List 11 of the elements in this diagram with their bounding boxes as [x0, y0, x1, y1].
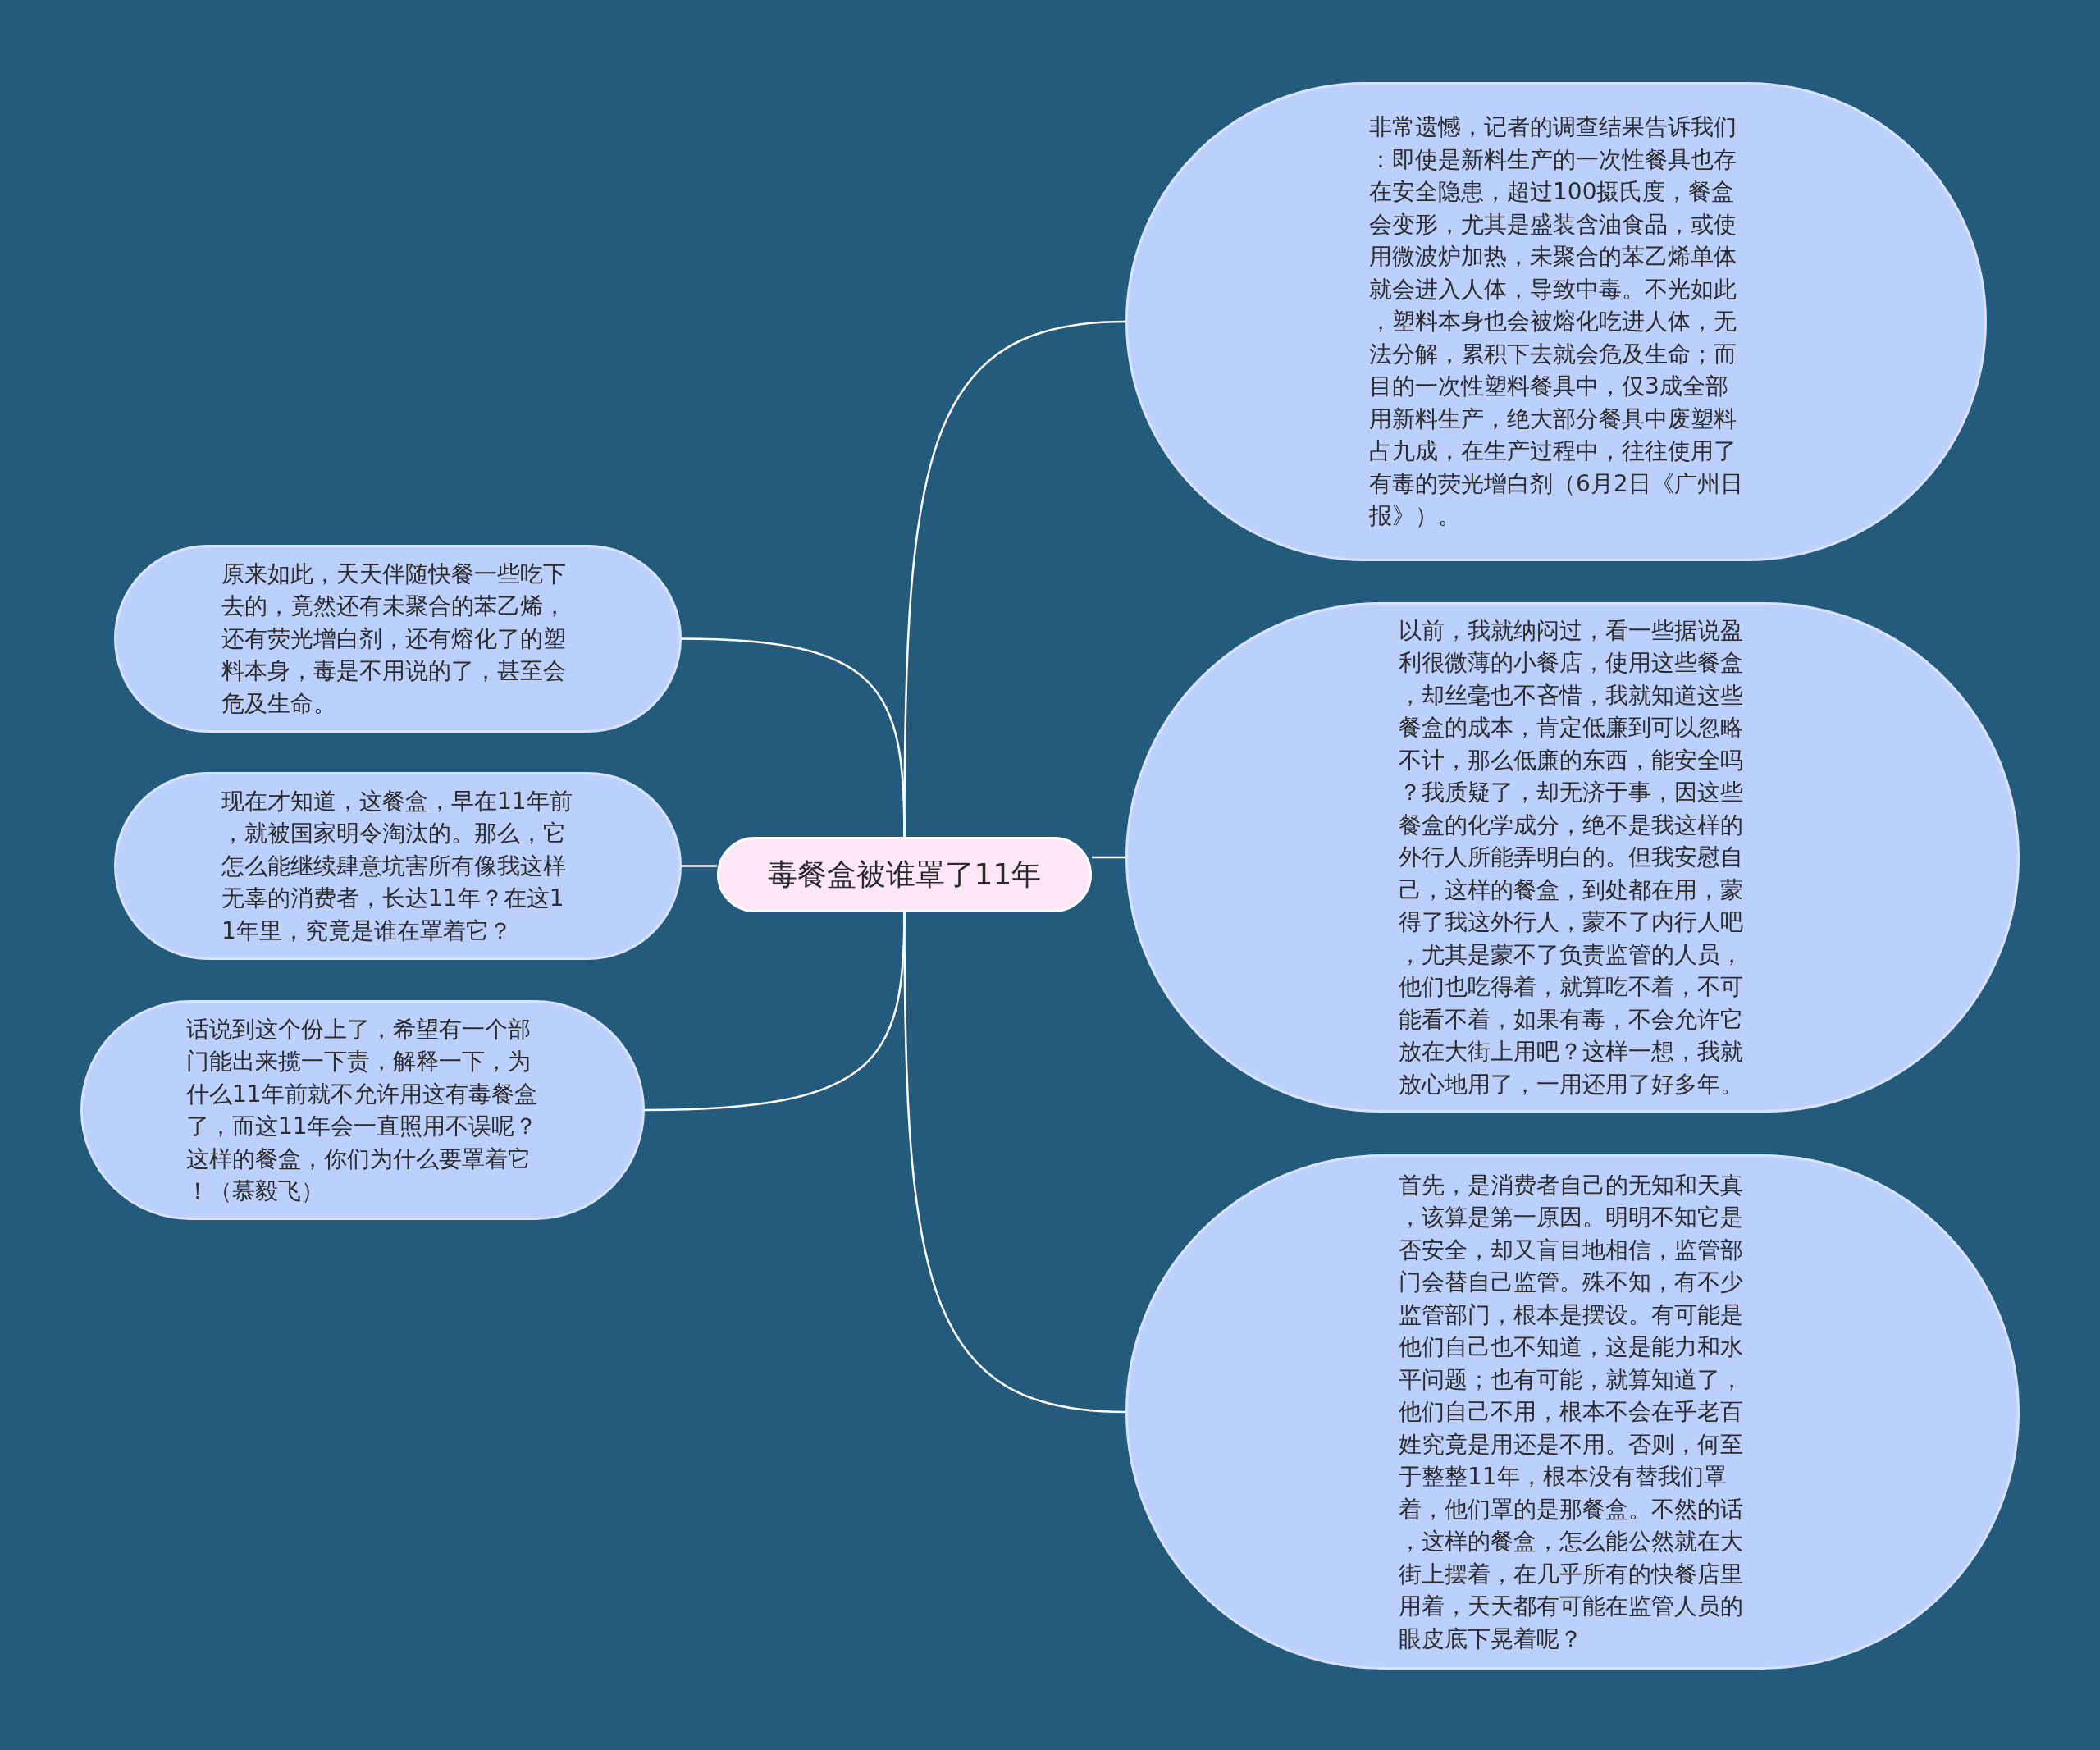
- topic-text: 原来如此，天天伴随快餐一些吃下去的，竟然还有未聚合的苯乙烯，还有荧光增白剂，还有熔化了的塑料本身，毒是不用说的了，甚至会危及生命。: [221, 559, 567, 719]
- topic-text: 以前，我就纳闷过，看一些据说盈利很微薄的小餐店，使用这些餐盒，却丝毫也不吝惜，我就知道这些餐盒的成本，肯定低廉到可以忽略不计，那么低廉的东西，能安全吗？我质疑了，却无济于事，因这些餐盒的化学成分，绝不是我这样的外行人所能弄明白的。但我安慰自己，这样的餐盒，到处都在用，蒙得了我这外行人，蒙不了内行人吧，尤其是蒙不了负责监管的人员，他们也吃得着，就算吃不着，不可能看不着，如果有毒，不会允许它放在大街上用吧？这样一想，我就放心地用了，一用还用了好多年。: [1399, 615, 1744, 1099]
- topic-text: 话说到这个份上了，希望有一个部门能出来揽一下责，解释一下，为什么11年前就不允许用这有毒餐盒了，而这11年会一直照用不误呢？这样的餐盒，你们为什么要罩着它！（慕毅飞）: [186, 1014, 538, 1206]
- connector-line: [681, 637, 906, 837]
- connector-line: [644, 912, 906, 1112]
- topic-text: 首先，是消费者自己的无知和天真，该算是第一原因。明明不知它是否安全，却又盲目地相信，监管部门会替自己监管。殊不知，有不少监管部门，根本是摆设。有可能是他们自己也不知道，这是能力和水平问题；也有可能，就算知道了，他们自己不用，根本不会在乎老百姓究竟是用还是不用。否则，何至于整整11年，根本没有替我们罩着，他们罩的是那餐盒。不然的话，这样的餐盒，怎么能公然就在大街上摆着，在几乎所有的快餐店里用着，天天都有可能在监管人员的眼皮底下晃着呢？: [1399, 1170, 1744, 1654]
- connector-line: [1092, 856, 1125, 859]
- topic-title: 毒餐盒被谁罩了11年: [767, 857, 1042, 893]
- topic-text: 现在才知道，这餐盒，早在11年前，就被国家明令淘汰的。那么，它怎么能继续肆意坑害所有像我这样无辜的消费者，长达11年？在这11年里，究竟是谁在罩着它？: [221, 786, 573, 946]
- topic-text: 非常遗憾，记者的调查结果告诉我们：即使是新料生产的一次性餐具也存在安全隐患，超过100摄氏度，餐盒会变形，尤其是盛装含油食品，或使用微波炉加热，未聚合的苯乙烯单体就会进入人体，导致中毒。不光如此，塑料本身也会被熔化吃进人体，无法分解，累积下去就会危及生命；而目的一次性塑料餐具中，仅3成全部用新料生产，绝大部分餐具中废塑料占九成，在生产过程中，往往使用了有毒的荧光增白剂（6月2日《广州日报》）。: [1369, 112, 1743, 532]
- connector-line: [682, 865, 717, 867]
